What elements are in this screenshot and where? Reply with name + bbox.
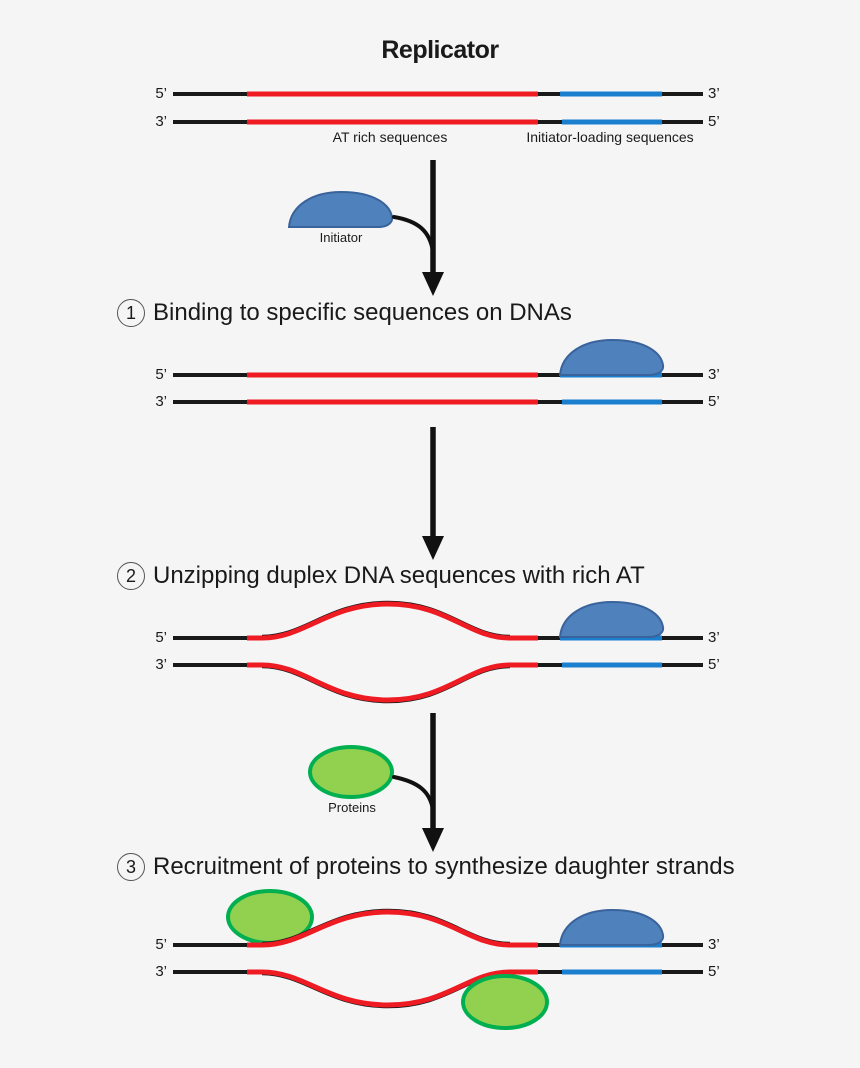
step2-duplex <box>173 600 703 704</box>
top-strand-at-rich-bubble <box>247 909 538 948</box>
step1-duplex <box>173 339 703 405</box>
strand-end-label-3p: 3’ <box>155 113 167 130</box>
strand-end-label-3p: 3’ <box>708 936 720 953</box>
step-1-number-badge: 1 <box>117 299 145 327</box>
step3-duplex <box>173 889 703 1030</box>
strand-end-label-5p: 5’ <box>155 85 167 102</box>
proteins-label: Proteins <box>328 800 376 815</box>
strand-end-label-3p: 3’ <box>708 366 720 383</box>
strand-end-label-3p: 3’ <box>155 963 167 980</box>
strand-end-label-3p: 3’ <box>155 656 167 673</box>
step-3-heading: 3 Recruitment of proteins to synthesize … <box>117 853 735 881</box>
step-2-number-badge: 2 <box>117 562 145 590</box>
at-rich-sequences-label: AT rich sequences <box>332 129 448 145</box>
strand-end-label-5p: 5’ <box>708 656 720 673</box>
step-2-text: Unzipping duplex DNA sequences with rich… <box>153 562 645 589</box>
strand-end-label-3p: 3’ <box>708 629 720 646</box>
arrowhead <box>422 828 444 852</box>
step-1-text: Binding to specific sequences on DNAs <box>153 299 572 326</box>
top-strand-at-rich-bubble <box>247 601 538 641</box>
diagram-title: Replicator <box>381 36 499 64</box>
strand-end-label-5p: 5’ <box>708 113 720 130</box>
replicator-duplex <box>173 91 703 125</box>
bound-initiator-blob <box>559 909 665 946</box>
bound-initiator-blob <box>559 601 665 638</box>
initiator-blob <box>288 191 394 228</box>
step-1-heading: 1 Binding to specific sequences on DNAs <box>117 299 572 327</box>
strand-end-label-5p: 5’ <box>155 936 167 953</box>
arrowhead <box>422 272 444 296</box>
strand-end-label-3p: 3’ <box>155 393 167 410</box>
arrowhead <box>422 536 444 560</box>
down-arrow-3 <box>422 713 444 852</box>
initiator-label: Initiator <box>319 230 363 245</box>
bottom-strand-at-rich-bubble <box>247 662 538 703</box>
strand-end-label-3p: 3’ <box>708 85 720 102</box>
protein-on-bottom-strand <box>461 974 549 1030</box>
bottom-strand-at-rich-bubble <box>247 969 538 1008</box>
proteins-connector-curve <box>392 775 435 812</box>
step-3-text: Recruitment of proteins to synthesize da… <box>153 853 735 880</box>
proteins-blob <box>308 745 394 799</box>
initiator-connector-curve <box>392 215 435 254</box>
bound-initiator-blob <box>559 339 665 376</box>
down-arrow-1 <box>422 160 444 296</box>
strand-end-label-5p: 5’ <box>155 366 167 383</box>
initiator-loading-sequences-label: Initiator-loading sequences <box>526 129 694 145</box>
strand-end-label-5p: 5’ <box>708 963 720 980</box>
step-2-heading: 2 Unzipping duplex DNA sequences with ri… <box>117 562 645 590</box>
strand-end-label-5p: 5’ <box>708 393 720 410</box>
strand-end-label-5p: 5’ <box>155 629 167 646</box>
step-3-number-badge: 3 <box>117 853 145 881</box>
down-arrow-2 <box>422 427 444 560</box>
